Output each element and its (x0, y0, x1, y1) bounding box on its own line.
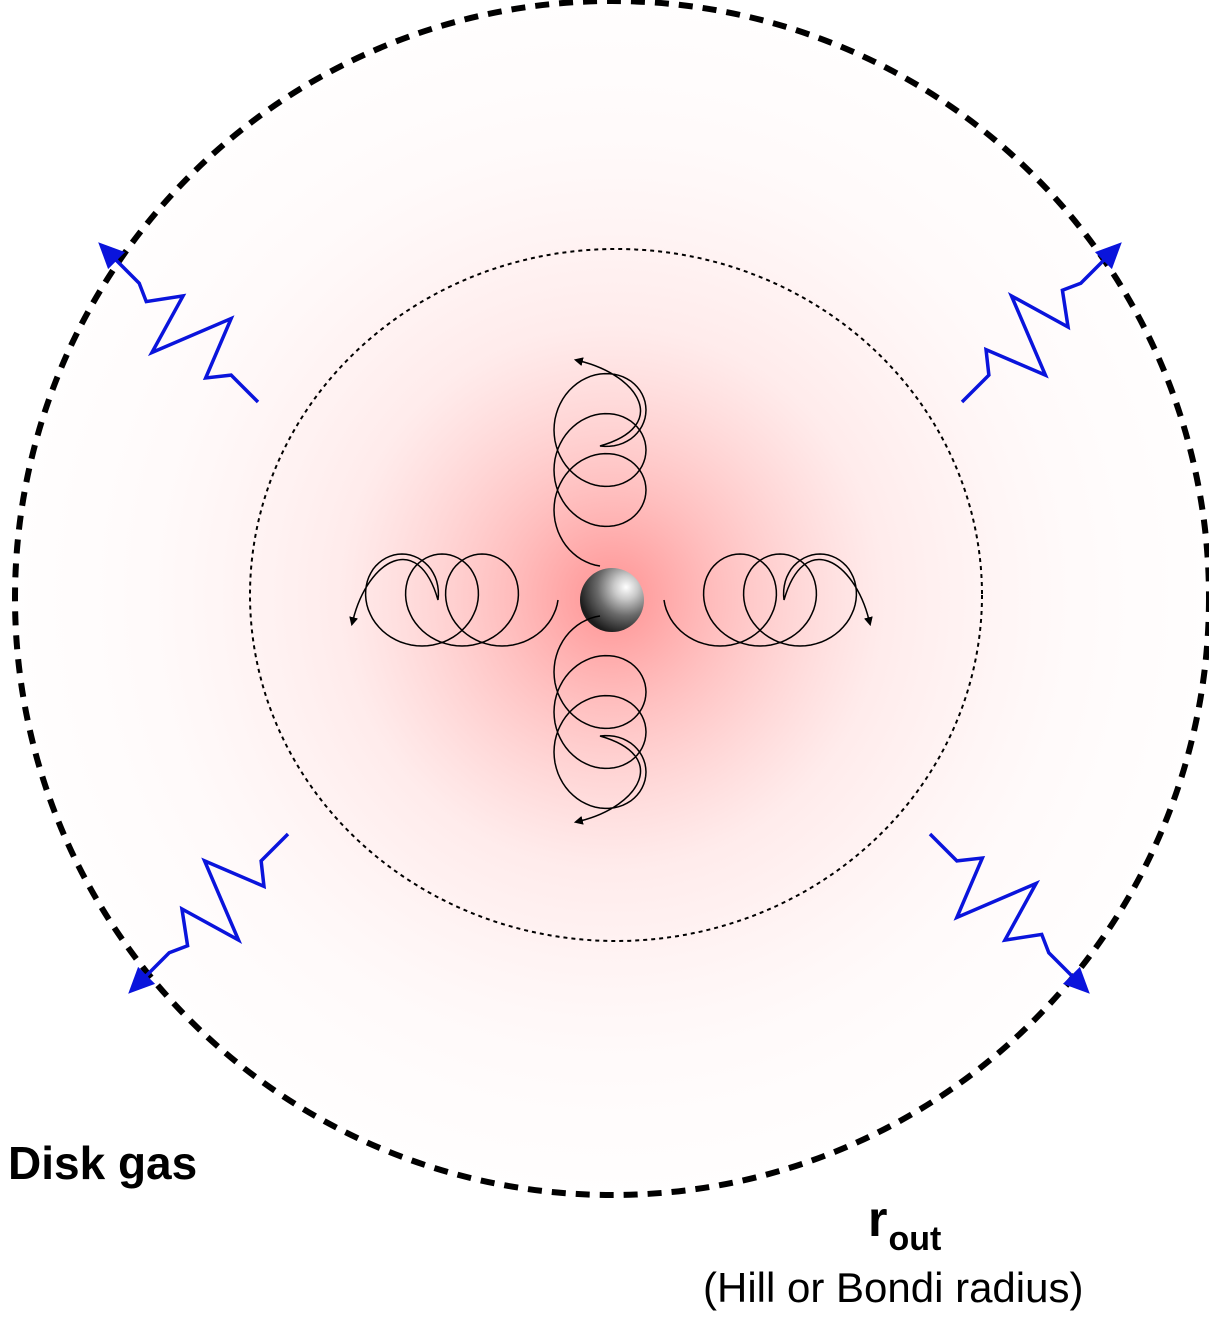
outflow-arrow-top-right (960, 242, 1122, 404)
outflow-arrow-bottom-left (128, 832, 290, 994)
spiral-left-helix (349, 553, 559, 647)
outflow-arrow-bottom-left-line (142, 832, 290, 980)
outflow-arrow-bottom-right-line (928, 832, 1076, 980)
r-out-note: (Hill or Bondi radius) (703, 1264, 1084, 1311)
central-core-sphere (580, 568, 644, 632)
inner-boundary-circle (249, 248, 983, 942)
outflow-arrow-top-left-line (112, 256, 260, 404)
r-out-symbol: r (868, 1191, 888, 1247)
outflow-arrow-top-right-head (1094, 242, 1122, 270)
outflow-arrow-top-right-line (960, 256, 1108, 404)
outflow-arrow-top-left-head (98, 242, 126, 270)
outflow-arrow-bottom-left-head (128, 966, 156, 994)
spiral-bottom-helix (553, 615, 647, 825)
disk-gas-label: Disk gas (8, 1137, 198, 1189)
spiral-top-helix (553, 357, 647, 567)
outflow-arrow-bottom-right (928, 832, 1090, 994)
spiral-right-helix (663, 553, 873, 647)
outer-boundary-circle (12, 0, 1209, 1198)
r-out-label: rout (868, 1190, 941, 1258)
outflow-arrow-bottom-right-head (1062, 966, 1090, 994)
r-out-subscript: out (888, 1220, 942, 1258)
outflow-arrow-top-left (98, 242, 260, 404)
